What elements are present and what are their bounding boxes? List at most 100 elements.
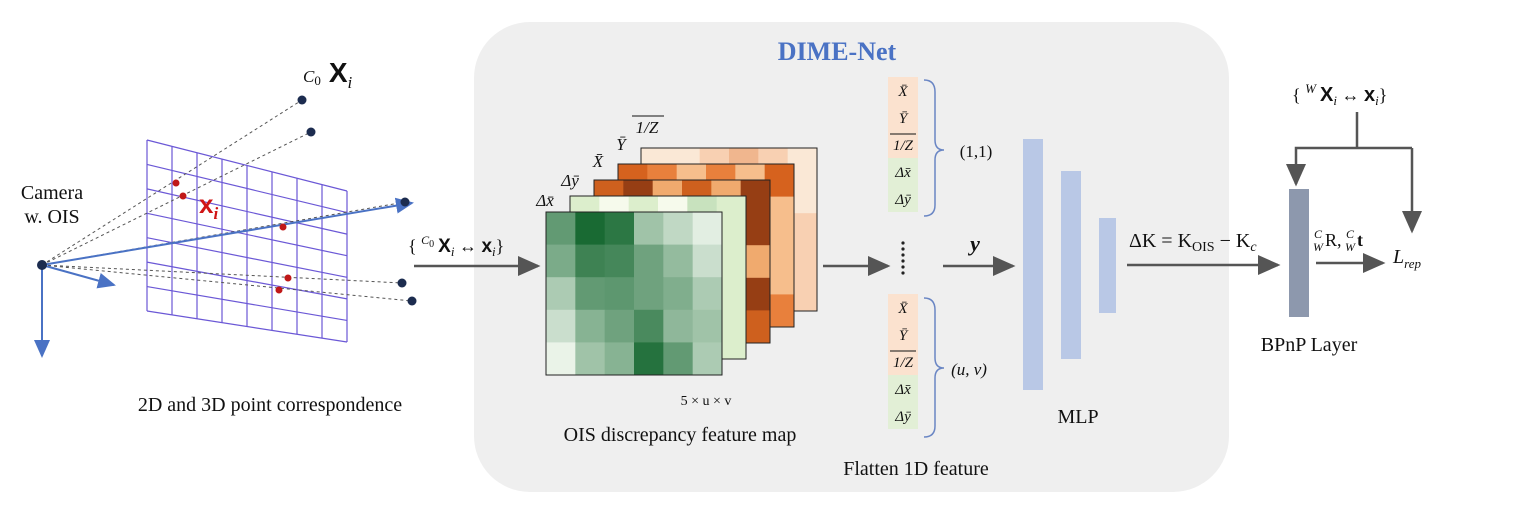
world-points: [297, 95, 417, 306]
image-point: [172, 179, 180, 187]
image-points: [172, 179, 292, 294]
feature-map-cell-green: [634, 212, 664, 246]
camera-label-line2: w. OIS: [24, 206, 79, 228]
world-point: [407, 296, 417, 306]
feature-map-cell-green: [546, 342, 576, 376]
image-point-label: xi: [199, 189, 218, 223]
feature-map-cell-green: [575, 244, 606, 278]
feature-map-cell-green: [663, 342, 694, 376]
flatten-caption: Flatten 1D feature: [843, 458, 989, 480]
flatten-top-cell-label: 1/Z: [893, 138, 914, 154]
flatten-top-label: (1,1): [960, 142, 993, 161]
mlp-bar-1: [1023, 139, 1043, 390]
dime-net-title: DIME-Net: [778, 37, 897, 66]
feature-map-cell-green: [575, 342, 606, 376]
feature-map-channel-invz: 1/Z: [636, 118, 659, 137]
flatten-top-cell-label: Ȳ: [899, 111, 909, 127]
mlp-bar-3: [1099, 218, 1116, 313]
flatten-top-cell: [888, 104, 918, 131]
grid-line: [146, 163, 348, 214]
image-point: [275, 286, 283, 294]
feature-map-dims: 5 × u × v: [681, 394, 732, 409]
flatten-top-cell-label: Δȳ: [894, 192, 911, 208]
image-plane-grid: [146, 139, 348, 343]
feature-map-cell-green: [604, 212, 635, 246]
flatten-bottom-cell: [888, 321, 918, 348]
feature-map-cell-green: [604, 244, 635, 278]
camera-label-line1: Camera: [21, 182, 83, 204]
flatten-top-cell-label: X̄: [897, 84, 908, 100]
camera-center: [37, 260, 47, 270]
flatten-bottom-cell-label: Ȳ: [899, 328, 909, 344]
feature-map-cell-green: [575, 212, 606, 246]
grid-line: [146, 237, 348, 278]
grid-line: [146, 285, 348, 322]
feature-map-cell-green: [663, 212, 694, 246]
projection-rays: [41, 99, 413, 302]
feature-map-cell-green: [546, 309, 576, 343]
flatten-bottom-cell: [888, 375, 918, 402]
flatten-bottom-cell-label: 1/Z: [893, 355, 914, 371]
grid-line: [146, 261, 348, 300]
image-point: [279, 223, 287, 231]
feature-map-cell-green: [604, 309, 635, 343]
feature-map-caption: OIS discrepancy feature map: [564, 424, 797, 446]
feature-map-cell-green: [692, 342, 723, 376]
flatten-bottom-label: (u, v): [951, 360, 987, 379]
flatten-top-cell: [888, 77, 918, 104]
flatten-column: X̄Ȳ1/ZΔx̄ΔȳX̄Ȳ1/ZΔx̄Δȳ: [888, 77, 918, 429]
vector-label-y: y: [967, 231, 980, 256]
grid-line: [146, 139, 348, 192]
grid-line: [146, 212, 348, 257]
left-caption: 2D and 3D point correspondence: [138, 394, 402, 416]
flatten-top-cell: [888, 185, 918, 212]
feature-map-cell-green: [604, 342, 635, 376]
flatten-bottom-cell: [888, 348, 918, 375]
feature-map-cell-green: [634, 309, 664, 343]
feature-map-cell-green: [634, 244, 664, 278]
feature-map-cell-green: [692, 212, 723, 246]
feature-map-cell-green: [663, 244, 694, 278]
flatten-top-cell: [888, 158, 918, 185]
feature-map-channel-dx: Δx̄: [535, 191, 554, 210]
feature-map-cell-green: [634, 342, 664, 376]
feature-map-cell-green: [546, 244, 576, 278]
feature-map-cell-green: [663, 277, 694, 311]
world-point: [397, 278, 407, 288]
brace-top: [923, 79, 945, 217]
feature-map-stack: [545, 147, 818, 376]
flatten-bottom-cell-label: Δx̄: [894, 382, 911, 398]
feature-map-channel-y: Ȳ: [616, 135, 627, 154]
vertical-ellipsis: [901, 241, 905, 275]
feature-map-cell-green: [692, 244, 723, 278]
camera-axes: [34, 197, 414, 358]
mlp-caption: MLP: [1057, 406, 1098, 428]
flatten-bottom-cell-label: Δȳ: [894, 409, 911, 425]
flatten-bottom-cell: [888, 402, 918, 429]
bpnp-input-arrows: [1286, 112, 1422, 234]
feature-map-channel-x: X̄: [592, 152, 604, 171]
feature-map-cell-green: [692, 277, 723, 311]
flatten-bottom-cell-label: X̄: [897, 301, 908, 317]
feature-map-cell-green: [663, 309, 694, 343]
world-point: [400, 197, 410, 207]
feature-map-cell-green: [546, 277, 576, 311]
delta-k-label: ΔK = KOIS − Kc: [1129, 230, 1257, 255]
feature-map-cell-green: [546, 212, 576, 246]
feature-map-cell-green: [634, 277, 664, 311]
flatten-bottom-cell: [888, 294, 918, 321]
grid-line: [146, 310, 348, 343]
image-point: [179, 192, 187, 200]
bpnp-bar: [1289, 189, 1309, 317]
feature-map-cell-green: [604, 277, 635, 311]
flatten-top-cell-label: Δx̄: [894, 165, 911, 181]
world-point: [297, 95, 307, 105]
feature-map-cell-green: [575, 277, 606, 311]
bpnp-caption: BPnP Layer: [1261, 334, 1358, 356]
loss-label: Lrep: [1392, 246, 1421, 271]
